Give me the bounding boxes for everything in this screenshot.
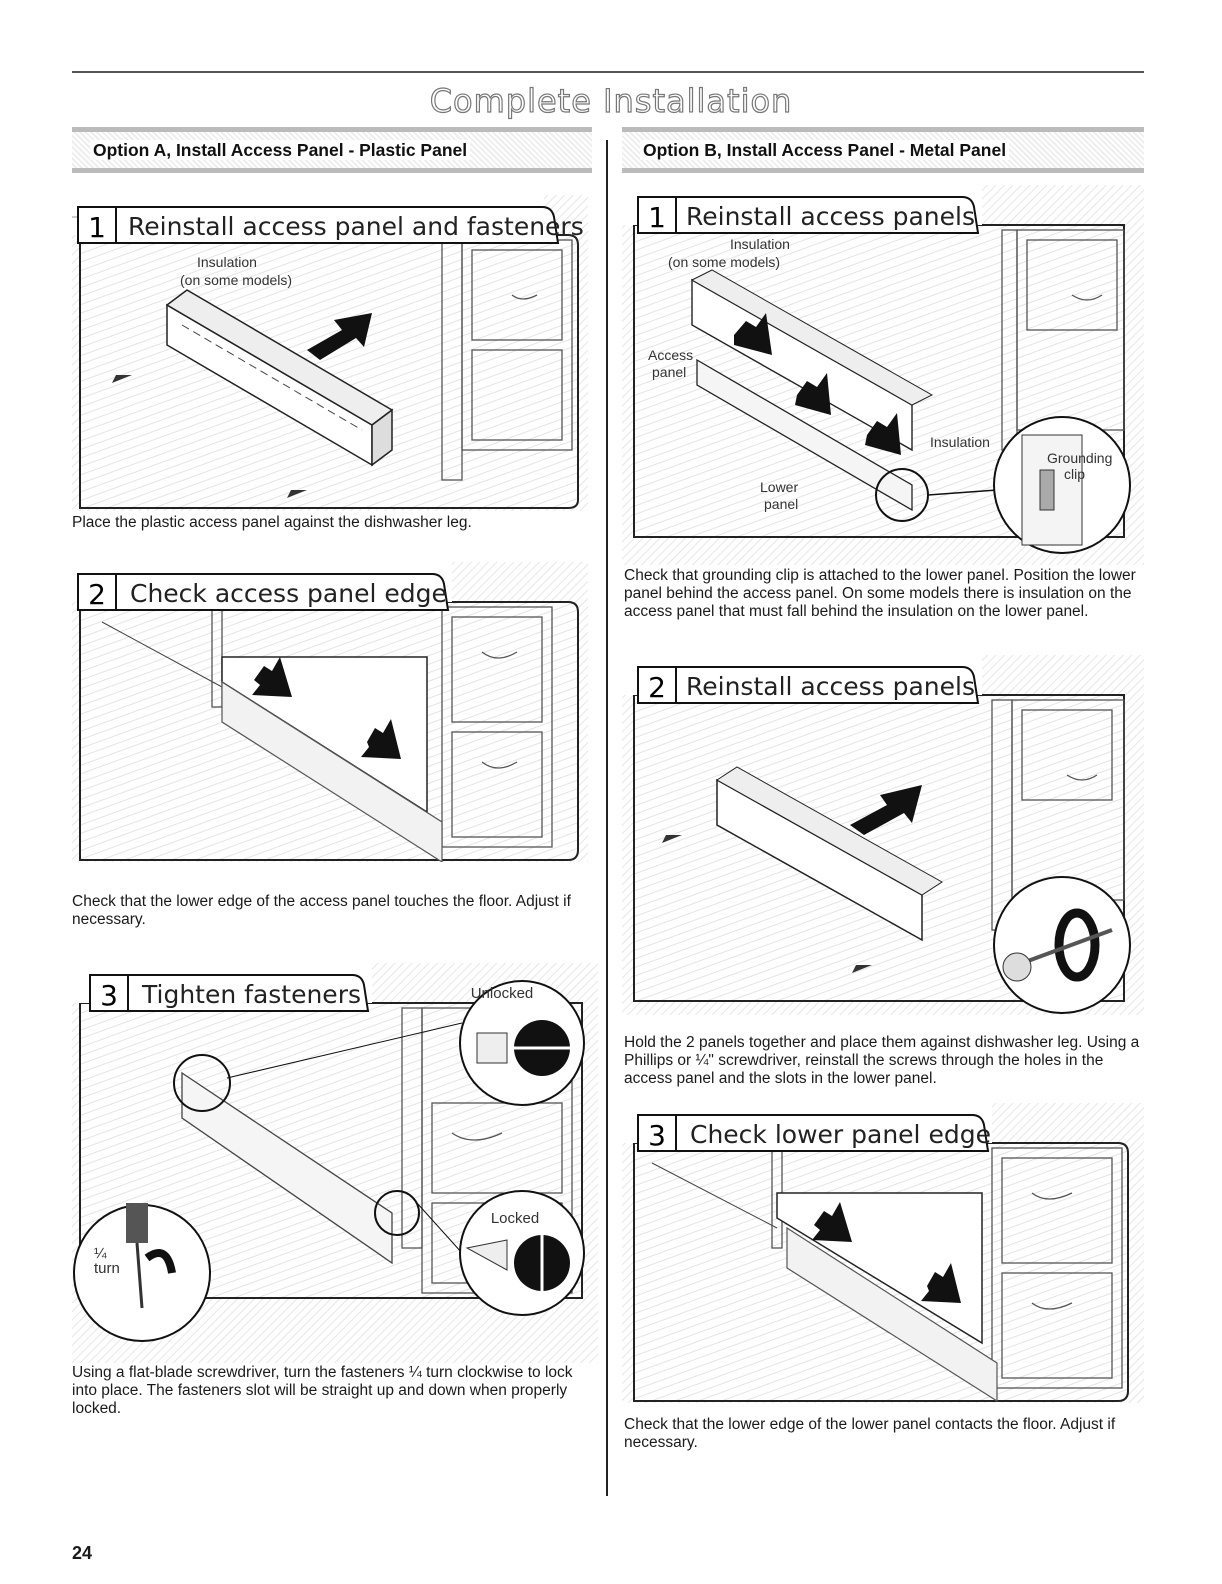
on-some-models-callout: (on some models) <box>180 272 292 288</box>
unlocked-callout: Unlocked <box>471 985 534 1002</box>
option-a-step-1-caption: Place the plastic access panel against t… <box>72 514 472 531</box>
page-number: 24 <box>72 1543 93 1563</box>
option-a-step-2-figure: 2 Check access panel edge <box>72 562 588 862</box>
quarter-callout: ¼ <box>94 1245 107 1262</box>
step-title: Reinstall access panels <box>686 672 975 701</box>
option-b-step-2-figure: 2 Reinstall access panels <box>622 655 1144 1015</box>
step-title: Reinstall access panel and fasteners <box>128 212 584 241</box>
insulation-callout-2: Insulation <box>930 434 990 450</box>
option-a-step-3-figure: Unlocked Locked ¼ turn 3 Tighten fastene… <box>72 963 598 1363</box>
lower-callout: Lower <box>760 479 798 495</box>
insulation-callout: Insulation <box>197 254 257 270</box>
page-title: Complete Installation <box>429 81 793 120</box>
clip-callout: clip <box>1064 466 1085 482</box>
option-a-heading-text: Option A, Install Access Panel - Plastic… <box>90 140 471 160</box>
option-a-step-1-figure: 1 Reinstall access panel and fasteners I… <box>72 195 588 511</box>
step-number: 1 <box>648 201 666 234</box>
step-number: 1 <box>88 211 106 244</box>
option-a-step-2-caption: Check that the lower edge of the access … <box>72 893 571 928</box>
step-number: 3 <box>648 1119 666 1152</box>
on-some-models-callout: (on some models) <box>668 254 780 270</box>
step-number: 3 <box>100 979 118 1012</box>
option-b-step-1-figure: Insulation Grounding clip Insulation (on… <box>622 185 1144 565</box>
step-title: Check access panel edge <box>130 579 447 608</box>
locked-callout: Locked <box>491 1210 539 1227</box>
option-b-step-2-caption: Hold the 2 panels together and place the… <box>624 1034 1140 1087</box>
step-title: Reinstall access panels <box>686 202 975 231</box>
access-callout: Access <box>648 347 693 363</box>
option-b-heading-text: Option B, Install Access Panel - Metal P… <box>640 140 1010 160</box>
top-rule <box>72 71 1144 73</box>
lower-panel-callout: panel <box>764 496 798 512</box>
option-b-heading: Option B, Install Access Panel - Metal P… <box>622 127 1144 173</box>
option-a-heading: Option A, Install Access Panel - Plastic… <box>72 127 592 173</box>
step-number: 2 <box>648 671 666 704</box>
step-title: Tighten fasteners <box>141 980 361 1009</box>
step-title: Check lower panel edge <box>690 1120 991 1149</box>
insulation-callout: Insulation <box>730 236 790 252</box>
step-number-box <box>77 206 117 244</box>
turn-callout: turn <box>94 1260 120 1277</box>
access-panel-callout: panel <box>652 364 686 380</box>
option-a-step-3-caption: Using a flat-blade screwdriver, turn the… <box>72 1364 573 1417</box>
option-b-step-3-caption: Check that the lower edge of the lower p… <box>624 1416 1116 1451</box>
option-b-step-3-figure: 3 Check lower panel edge <box>622 1103 1144 1403</box>
column-divider <box>606 140 608 1496</box>
step-number: 2 <box>88 578 106 611</box>
grounding-callout: Grounding <box>1047 450 1112 466</box>
option-b-step-1-caption: Check that grounding clip is attached to… <box>624 567 1136 620</box>
